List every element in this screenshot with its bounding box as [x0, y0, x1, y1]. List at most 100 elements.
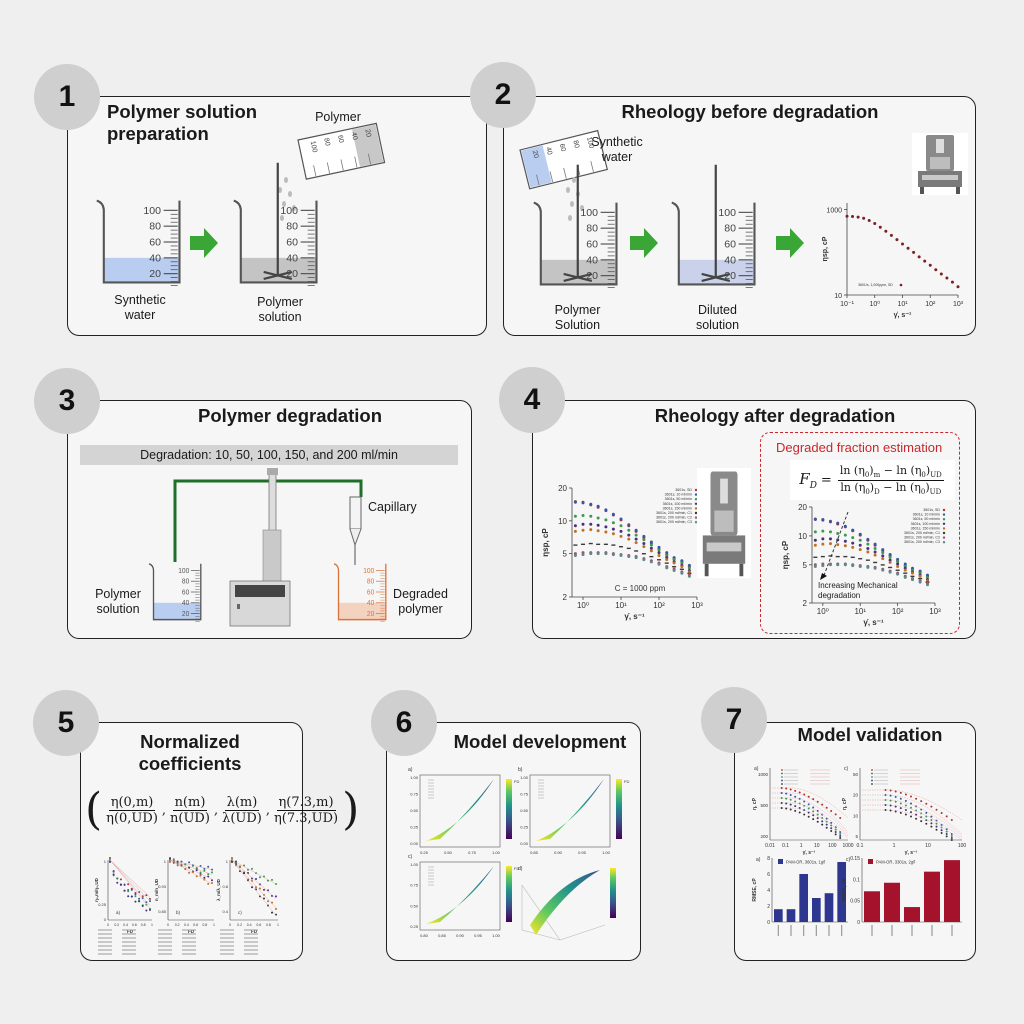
data-point: [834, 833, 837, 836]
data-point: [611, 527, 615, 531]
formula-text: − ln (η: [879, 480, 921, 494]
data-point: [207, 865, 210, 868]
beaker-scale-label: 40: [149, 252, 161, 264]
beaker-outline: [533, 201, 618, 286]
fraction-lambda: λ(m)λ(UD): [220, 795, 264, 826]
x-tick-label: 0.95: [474, 933, 483, 938]
subscript: 0: [864, 471, 870, 480]
x-tick-label: 10³: [953, 301, 964, 308]
data-point: [812, 814, 815, 817]
x-tick-label: 1.00: [492, 933, 501, 938]
beaker-scale-label: 80: [724, 223, 736, 235]
data-point: [145, 901, 148, 904]
panel-title: Polymer degradation: [197, 405, 382, 426]
legend-marker: [781, 783, 783, 785]
panel-letter: d): [518, 866, 523, 872]
droplet-icon: [580, 205, 584, 211]
data-point: [834, 831, 837, 834]
fit-line: [169, 859, 213, 870]
beaker-scale-label: 60: [367, 589, 374, 596]
data-point: [251, 877, 253, 880]
data-point: [149, 908, 151, 911]
model-surface: [536, 779, 604, 841]
x-tick-label: 1: [213, 923, 215, 927]
panel-title: Rheology before degradation: [621, 101, 879, 122]
beaker-scale-label: 40: [586, 254, 598, 266]
x-tick-label: 100: [958, 843, 967, 849]
x-tick-label: 10²: [653, 601, 665, 610]
legend-label: 3601s, 200 ml/min, C1: [904, 531, 940, 535]
colorbar-label: FD: [624, 779, 629, 784]
y-tick-label: 1000: [826, 207, 842, 214]
data-point: [657, 548, 661, 552]
data-point: [649, 555, 654, 558]
data-point: [884, 794, 887, 796]
x-tick-label: 0.25: [420, 850, 429, 855]
data-point: [798, 807, 801, 810]
data-point: [858, 538, 862, 542]
degraded-fraction-title: Degraded fraction estimation: [776, 440, 943, 455]
panel-letter: c): [844, 766, 849, 772]
legend-label: PAM-OR, 3301s, 2g/l: [876, 860, 915, 865]
dashed-trend-line: [822, 511, 849, 579]
data-point: [145, 903, 148, 906]
data-point: [611, 544, 616, 546]
package-scale-label: 20: [531, 150, 540, 159]
data-point: [830, 809, 833, 812]
data-point: [851, 536, 855, 540]
data-point: [649, 543, 653, 547]
data-point: [130, 888, 133, 891]
data-point: [858, 543, 862, 547]
x-tick-label: 0.90: [456, 933, 465, 938]
x-axis-label: γ̇, s⁻¹: [863, 618, 884, 627]
beaker-scale-label: 80: [367, 578, 374, 585]
data-point: [843, 533, 847, 537]
data-point: [903, 575, 907, 579]
legend-label: 3601s, SD: [675, 488, 692, 492]
data-point: [825, 817, 828, 820]
data-point: [145, 894, 148, 897]
data-point: [820, 555, 825, 558]
data-point: [825, 820, 828, 823]
numerator: η(0,m): [108, 794, 156, 811]
formula-text: − ln (η: [880, 464, 922, 478]
data-point: [950, 835, 953, 837]
x-tick-label: 0.85: [530, 850, 539, 855]
label-degraded-polymer: Degraded polymer: [393, 587, 448, 616]
data-point: [619, 554, 623, 558]
beaker-scale-label: 40: [724, 254, 736, 266]
beaker-outline: [233, 199, 318, 284]
beaker-scale-label: 80: [286, 221, 298, 233]
data-point: [634, 550, 639, 552]
subscript: UD: [929, 487, 942, 496]
data-point: [794, 805, 797, 808]
data-point: [940, 826, 943, 829]
label-polymer-solution: Polymer Solution: [554, 303, 601, 332]
data-point: [858, 532, 862, 536]
data-point: [665, 558, 669, 562]
data-point: [884, 804, 887, 806]
fraction-n: n(m)n(UD): [168, 795, 212, 826]
step-number-4: 4: [499, 367, 565, 433]
x-tick-label: 10³: [929, 607, 941, 616]
beaker-scale-label: 40: [182, 600, 189, 607]
data-point: [657, 551, 661, 555]
y-tick-label: 50: [853, 772, 859, 777]
legend-marker: [871, 783, 873, 785]
model-curve: [772, 792, 849, 833]
y-tick-label: 0.75: [410, 792, 419, 797]
rheometer-leg: [704, 563, 709, 577]
data-point: [816, 820, 819, 823]
data-point: [687, 574, 691, 578]
package-tick: [563, 167, 567, 179]
data-point: [866, 546, 870, 550]
plot-frame: [419, 774, 501, 848]
data-point: [251, 886, 253, 889]
data-point: [950, 837, 953, 839]
beaker-scale-label: 40: [286, 252, 298, 264]
data-point: [866, 565, 870, 569]
data-point: [180, 860, 183, 863]
data-point: [641, 553, 646, 555]
data-point: [813, 556, 818, 558]
